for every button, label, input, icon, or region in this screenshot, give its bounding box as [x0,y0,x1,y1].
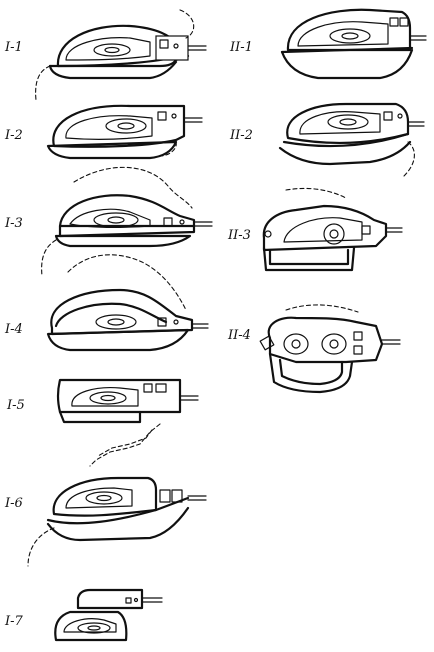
label-ii-3: II-3 [228,228,251,243]
label-ii-2: II-2 [230,128,253,143]
luminaire-i-2 [46,104,203,160]
label-i-4: I-4 [5,322,23,337]
label-i-3: I-3 [5,216,23,231]
label-i-1: I-1 [5,40,23,55]
luminaire-i-7 [54,588,163,642]
luminaire-ii-1 [280,8,427,80]
luminaire-i-3 [41,166,213,311]
luminaire-i-5 [56,378,199,467]
luminaire-ii-4 [259,304,401,394]
luminaire-i-6 [27,476,207,567]
luminaire-i-1 [35,9,207,101]
label-i-6: I-6 [5,496,23,511]
luminaire-ii-3 [262,187,403,272]
luminaire-i-4 [46,288,209,352]
luminaire-ii-2 [278,102,425,177]
label-i-2: I-2 [5,128,23,143]
label-i-5: I-5 [7,398,25,413]
label-ii-1: II-1 [230,40,253,55]
label-ii-4: II-4 [228,328,251,343]
label-i-7: I-7 [5,614,23,629]
